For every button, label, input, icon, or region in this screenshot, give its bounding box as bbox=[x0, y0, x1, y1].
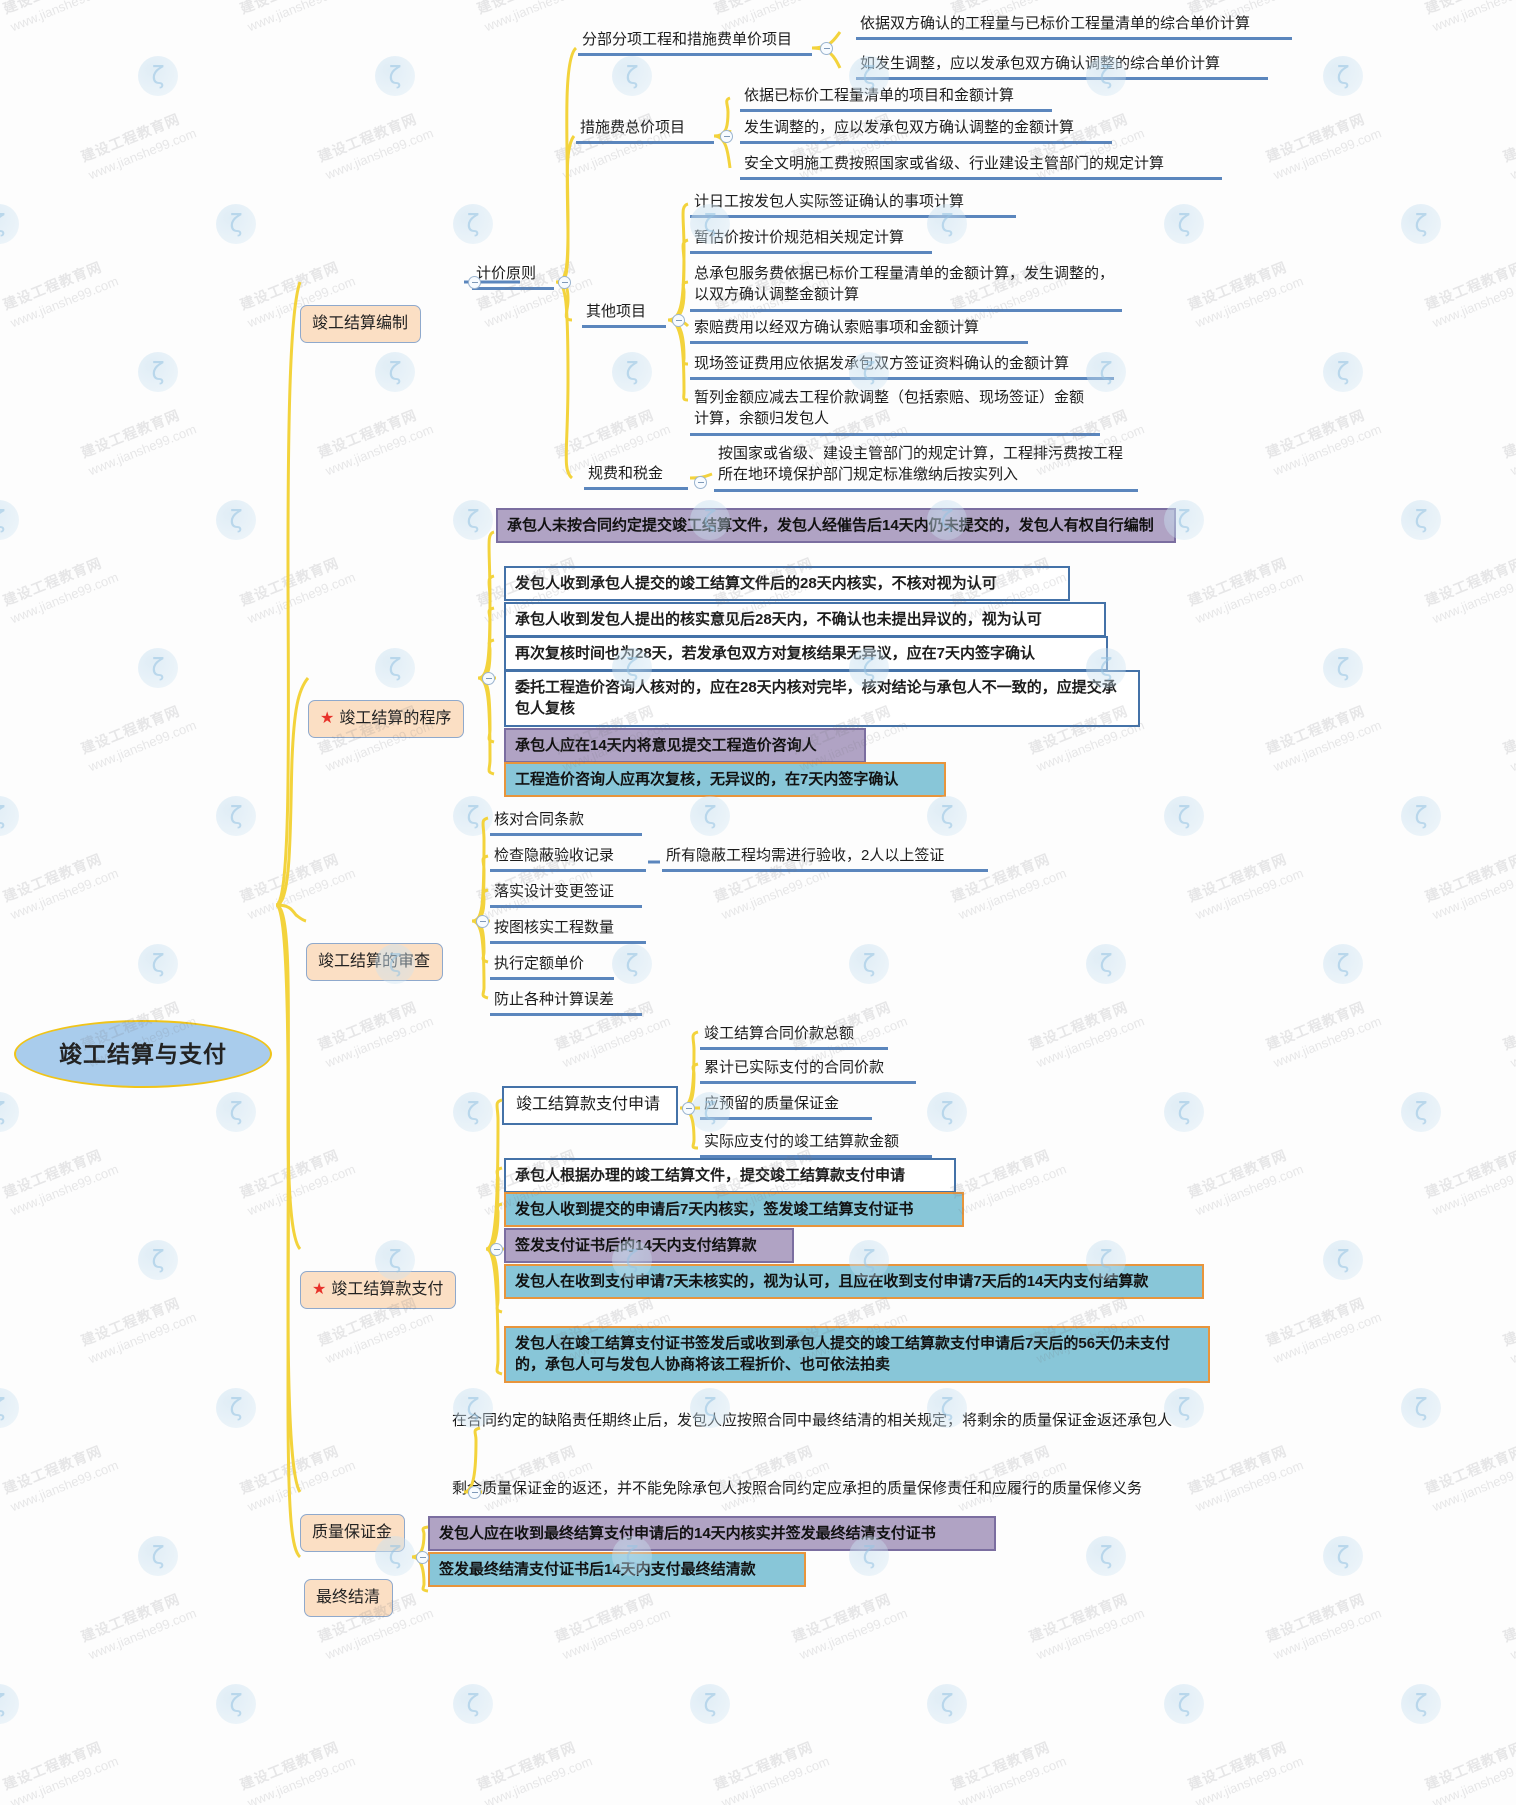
payment-application-item[interactable]: 累计已实际支付的合同价款 bbox=[700, 1056, 916, 1085]
group-label-guifeihuishuijin[interactable]: 规费和税金 bbox=[584, 462, 688, 491]
star-icon: ★ bbox=[320, 709, 335, 727]
leaf-node[interactable]: 暂列金额应减去工程价款调整（包括索赔、现场签证）金额计算，余额归发包人 bbox=[690, 386, 1100, 436]
branch-label: 竣工结算款支付 bbox=[331, 1280, 444, 1298]
payment-item[interactable]: 发包人收到提交的申请后7天内核实，签发竣工结算支付证书 bbox=[504, 1192, 964, 1228]
review-item[interactable]: 落实设计变更签证 bbox=[490, 880, 642, 909]
star-icon: ★ bbox=[312, 1280, 327, 1298]
root-node[interactable]: 竣工结算与支付 bbox=[14, 1020, 272, 1089]
collapse-toggle-baozhengjin[interactable] bbox=[468, 1486, 481, 1499]
collapse-toggle-jijiayuanze[interactable] bbox=[558, 276, 571, 289]
procedure-item[interactable]: 承包人未按合同约定提交竣工结算文件，发包人经催告后14天内仍未提交的，发包人有权… bbox=[496, 508, 1176, 544]
collapse-toggle-cuoshifeizongjia[interactable] bbox=[720, 130, 733, 143]
group-label-qitaxiangmu[interactable]: 其他项目 bbox=[582, 300, 666, 329]
leaf-node[interactable]: 暂估价按计价规范相关规定计算 bbox=[690, 226, 932, 255]
collapse-toggle-zhifu[interactable] bbox=[490, 1243, 503, 1256]
collapse-toggle-shencha[interactable] bbox=[476, 915, 489, 928]
review-item[interactable]: 防止各种计算误差 bbox=[490, 988, 642, 1017]
procedure-item[interactable]: 发包人收到承包人提交的竣工结算文件后的28天内核实，不核对视为认可 bbox=[504, 566, 1070, 602]
payment-application-item[interactable]: 竣工结算合同价款总额 bbox=[700, 1022, 888, 1051]
collapse-toggle-payment-application[interactable] bbox=[682, 1102, 695, 1115]
collapse-toggle-zuizhong[interactable] bbox=[416, 1551, 429, 1564]
review-item[interactable]: 检查隐蔽验收记录 bbox=[490, 844, 646, 873]
procedure-item[interactable]: 承包人应在14天内将意见提交工程造价咨询人 bbox=[504, 728, 866, 764]
collapse-toggle-bianzhi[interactable] bbox=[468, 276, 481, 289]
leaf-node[interactable]: 索赔费用以经双方确认索赔事项和金额计算 bbox=[690, 316, 1028, 345]
collapse-toggle-guifeihuishuijin[interactable] bbox=[694, 476, 707, 489]
payment-item[interactable]: 发包人在竣工结算支付证书签发后或收到承包人提交的竣工结算款支付申请后7天后的56… bbox=[504, 1326, 1210, 1383]
leaf-node[interactable]: 如发生调整，应以发承包双方确认调整的综合单价计算 bbox=[856, 52, 1268, 81]
payment-application-item[interactable]: 实际应支付的竣工结算款金额 bbox=[700, 1130, 932, 1159]
leaf-node[interactable]: 总承包服务费依据已标价工程量清单的金额计算，发生调整的，以双方确认调整金额计算 bbox=[690, 262, 1122, 312]
review-item[interactable]: 按图核实工程数量 bbox=[490, 916, 646, 945]
root-label: 竣工结算与支付 bbox=[59, 1040, 227, 1067]
branch-label: 竣工结算的程序 bbox=[339, 709, 452, 727]
warranty-item[interactable]: 在合同约定的缺陷责任期终止后，发包人应按照合同中最终结清的相关规定，将剩余的质量… bbox=[452, 1412, 1173, 1429]
leaf-node[interactable]: 安全文明施工费按照国家或省级、行业建设主管部门的规定计算 bbox=[740, 152, 1222, 181]
payment-item[interactable]: 承包人根据办理的竣工结算文件，提交竣工结算款支付申请 bbox=[504, 1158, 956, 1194]
branch-node-zuizhong[interactable]: 最终结清 bbox=[304, 1578, 394, 1618]
final-settlement-item[interactable]: 发包人应在收到最终结算支付申请后的14天内核实并签发最终结清支付证书 bbox=[428, 1516, 996, 1552]
leaf-node[interactable]: 发生调整的，应以发承包双方确认调整的金额计算 bbox=[740, 116, 1112, 145]
branch-label: 竣工结算编制 bbox=[312, 314, 409, 332]
subgroup-label-jijiayuanze[interactable]: 计价原则 bbox=[472, 262, 554, 291]
procedure-item[interactable]: 工程造价咨询人应再次复核，无异议的，在7天内签字确认 bbox=[504, 762, 946, 798]
collapse-toggle-qitaxiangmu[interactable] bbox=[672, 314, 685, 327]
review-item[interactable]: 执行定额单价 bbox=[490, 952, 614, 981]
review-item-child[interactable]: 所有隐蔽工程均需进行验收，2人以上签证 bbox=[662, 844, 988, 873]
procedure-item[interactable]: 承包人收到发包人提出的核实意见后28天内，不确认也未提出异议的，视为认可 bbox=[504, 602, 1106, 638]
leaf-node[interactable]: 计日工按发包人实际签证确认的事项计算 bbox=[690, 190, 1016, 219]
payment-application-item[interactable]: 应预留的质量保证金 bbox=[700, 1092, 872, 1121]
branch-node-chengxu[interactable]: ★ 竣工结算的程序 bbox=[308, 699, 465, 739]
branch-node-zhifu[interactable]: ★ 竣工结算款支付 bbox=[300, 1270, 457, 1310]
warranty-item[interactable]: 剩余质量保证金的返还，并不能免除承包人按照合同约定应承担的质量保修责任和应履行的… bbox=[452, 1480, 1143, 1497]
branch-node-baozhengjin[interactable]: 质量保证金 bbox=[300, 1513, 406, 1553]
collapse-toggle-chengxu[interactable] bbox=[482, 672, 495, 685]
procedure-item[interactable]: 委托工程造价咨询人核对的，应在28天内核对完毕，核对结论与承包人不一致的，应提交… bbox=[504, 670, 1140, 727]
branch-label: 最终结清 bbox=[316, 1588, 381, 1606]
payment-application-label[interactable]: 竣工结算款支付申请 bbox=[502, 1086, 678, 1125]
branch-node-bianzhi[interactable]: 竣工结算编制 bbox=[300, 304, 422, 344]
review-item[interactable]: 核对合同条款 bbox=[490, 808, 642, 837]
leaf-node[interactable]: 依据双方确认的工程量与已标价工程量清单的综合单价计算 bbox=[856, 12, 1292, 41]
group-label-cuoshifeizongjia[interactable]: 措施费总价项目 bbox=[576, 116, 714, 145]
leaf-node[interactable]: 按国家或省级、建设主管部门的规定计算，工程排污费按工程所在地环境保护部门规定标准… bbox=[714, 442, 1138, 492]
group-label-fenbufenxiang[interactable]: 分部分项工程和措施费单价项目 bbox=[578, 28, 812, 57]
branch-label: 质量保证金 bbox=[312, 1523, 393, 1541]
collapse-toggle-fenbufenxiang[interactable] bbox=[820, 42, 833, 55]
